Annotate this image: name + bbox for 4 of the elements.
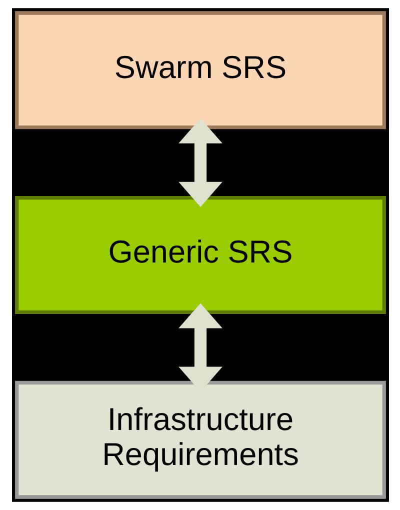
arrow: [178, 118, 222, 207]
node-box: Generic SRS: [14, 196, 386, 314]
node-box: Infrastructure Requirements: [14, 380, 386, 499]
node-box: Swarm SRS: [14, 11, 386, 130]
